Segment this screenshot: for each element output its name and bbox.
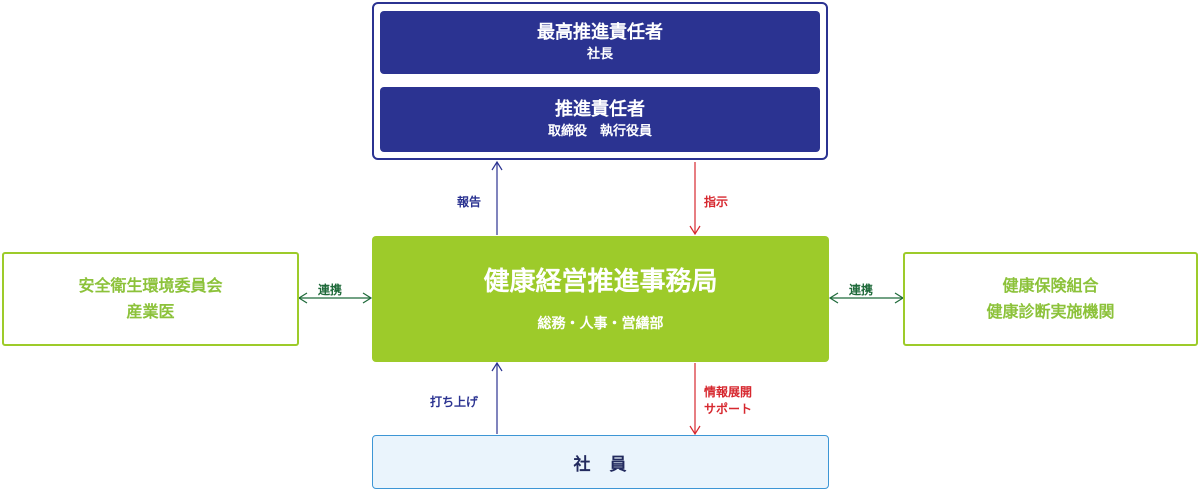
- coordinate-right-label: 連携: [849, 283, 874, 297]
- chief-promotion-officer-title: 最高推進責任者: [537, 21, 663, 43]
- office-title: 健康経営推進事務局: [483, 267, 718, 297]
- health-insurance-box: 健康保険組合 健康診断実施機関: [903, 252, 1198, 346]
- coordinate-left-label: 連携: [318, 283, 343, 297]
- support-label: サポート: [704, 402, 753, 416]
- employees-box: 社 員: [372, 435, 829, 489]
- safety-committee-box: 安全衛生環境委員会 産業医: [2, 252, 299, 346]
- raise-label: 打ち上げ: [430, 395, 479, 409]
- instruct-label: 指示: [704, 195, 729, 209]
- promotion-officer-box: 推進責任者 取締役 執行役員: [380, 87, 820, 152]
- industrial-physician-label: 産業医: [126, 302, 175, 321]
- health-checkup-provider-label: 健康診断実施機関: [986, 302, 1115, 321]
- health-management-office-box: 健康経営推進事務局 総務・人事・営繕部: [372, 236, 829, 362]
- raise-arrow: [491, 361, 503, 434]
- promotion-officer-subtitle: 取締役 執行役員: [547, 123, 652, 139]
- safety-committee-title: 安全衛生環境委員会: [78, 276, 223, 295]
- promotion-officer-title: 推進責任者: [555, 98, 645, 120]
- office-subtitle: 総務・人事・営繕部: [537, 316, 664, 332]
- info-label: 情報展開: [704, 385, 753, 399]
- chief-promotion-officer-subtitle: 社長: [586, 46, 613, 62]
- health-insurance-union-label: 健康保険組合: [1002, 276, 1099, 295]
- chief-promotion-officer-box: 最高推進責任者 社長: [380, 11, 820, 74]
- instruct-arrow: [689, 162, 701, 236]
- report-arrow: [491, 160, 503, 235]
- coordinate-left-arrow: [297, 292, 373, 304]
- info-support-arrow: [689, 363, 701, 436]
- employees-label: 社 員: [573, 454, 628, 475]
- report-label: 報告: [457, 195, 482, 209]
